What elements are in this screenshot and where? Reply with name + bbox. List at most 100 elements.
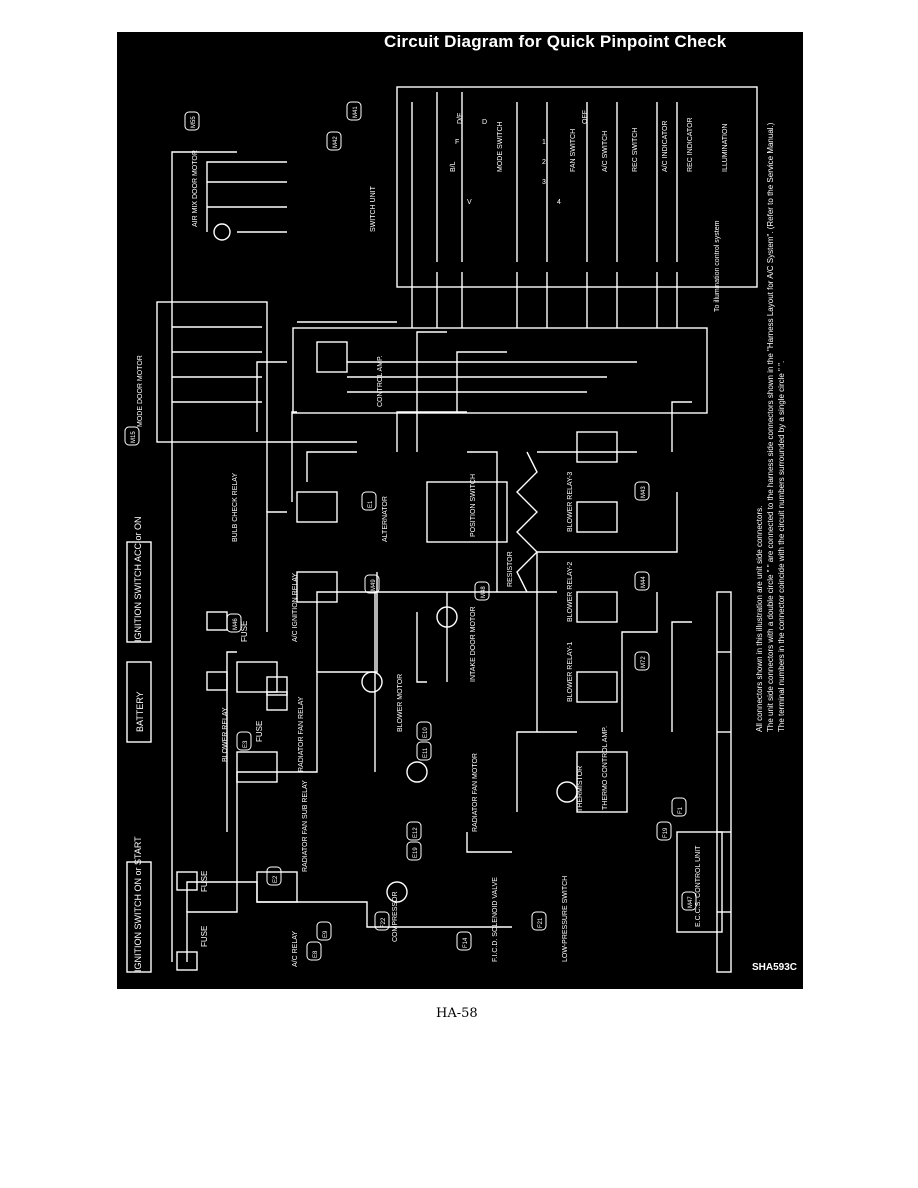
connector-f21: F21: [531, 911, 547, 931]
note-2: The unit side connectors with a double c…: [766, 122, 775, 732]
note-1: All connectors shown in this illustratio…: [755, 506, 764, 732]
switch-pos-v: V: [467, 199, 472, 206]
svg-text:M43: M43: [641, 486, 647, 498]
label-control-amp: CONTROL AMP.: [377, 355, 384, 407]
label-blower-relay: BLOWER RELAY: [222, 707, 229, 762]
label-resistor: RESISTOR: [507, 551, 514, 587]
svg-text:E3: E3: [243, 740, 249, 748]
diagram-sheet: IGNITION SWITCH ON or START BATTERY IGNI…: [117, 32, 803, 989]
label-fuse-4: FUSE: [240, 621, 249, 642]
label-ac-switch: A/C SWITCH: [602, 131, 609, 172]
connector-f1: F1: [671, 797, 687, 817]
connector-m41: M41: [346, 101, 362, 121]
label-ac-ignition-relay: A/C IGNITION RELAY: [292, 573, 299, 642]
svg-text:E8: E8: [313, 950, 319, 958]
label-fuse-1: FUSE: [200, 926, 209, 947]
circuit-diagram: IGNITION SWITCH ON or START BATTERY IGNI…: [124, 86, 786, 973]
label-rec-indicator: REC INDICATOR: [687, 117, 694, 172]
connector-m43: M43: [634, 481, 650, 501]
label-position-switch: POSITION SWITCH: [470, 474, 477, 537]
notes: All connectors shown in this illustratio…: [755, 122, 786, 732]
connector-f14: F14: [456, 931, 472, 951]
svg-text:E1: E1: [368, 500, 374, 508]
component-labels: IGNITION SWITCH ON or START BATTERY IGNI…: [133, 117, 729, 972]
connector-m46: M46: [226, 613, 242, 633]
connector-m48: M48: [474, 581, 490, 601]
switch-pos-4: 4: [557, 199, 561, 206]
switch-pos-2: 2: [542, 159, 546, 166]
connector-m42: M42: [326, 131, 342, 151]
switch-pos-df: D/F: [457, 113, 464, 124]
switch-pos-bl: B/L: [450, 161, 457, 172]
label-ac-relay: A/C RELAY: [292, 931, 299, 967]
svg-text:M46: M46: [233, 618, 239, 630]
switch-pos-d: D: [482, 119, 487, 126]
switch-positions: OFF 1 2 3 4 V B/L F D/F D: [450, 110, 589, 206]
connector-m55: M55: [184, 111, 200, 131]
label-blower-motor: BLOWER MOTOR: [397, 674, 404, 732]
connector-m44: M44: [634, 571, 650, 591]
connector-m47: M47: [681, 891, 697, 911]
label-mode-switch: MODE SWITCH: [497, 121, 504, 172]
label-ficd-solenoid-valve: F.I.C.D. SOLENOID VALVE: [492, 877, 499, 962]
svg-text:M47: M47: [688, 896, 694, 908]
note-3: The terminal numbers in the connector co…: [777, 361, 786, 732]
label-low-pressure-switch: LOW-PRESSURE SWITCH: [562, 876, 569, 962]
label-alternator: ALTERNATOR: [382, 496, 389, 542]
switch-pos-3: 3: [542, 179, 546, 186]
label-ignition-switch-on-start: IGNITION SWITCH ON or START: [133, 836, 143, 972]
label-thermo-control-amp: THERMO CONTROL AMP.: [602, 726, 609, 810]
label-radiator-fan-motor: RADIATOR FAN MOTOR: [472, 753, 479, 832]
diagram-title: Circuit Diagram for Quick Pinpoint Check: [384, 32, 727, 51]
label-rec-switch: REC SWITCH: [632, 128, 639, 172]
svg-text:E19: E19: [413, 847, 419, 858]
connector-e9: E9: [316, 921, 332, 941]
label-battery: BATTERY: [135, 691, 145, 732]
connector-e1: E1: [361, 491, 377, 511]
connector-codes: M15 M49 M46 M55 M47 M48: [124, 101, 697, 961]
label-mode-door-motor: MODE DOOR MOTOR: [137, 355, 144, 427]
connector-f22: F22: [374, 911, 390, 931]
label-fan-switch: FAN SWITCH: [570, 129, 577, 172]
connector-e11: E11: [416, 741, 432, 761]
label-fuse-3: FUSE: [255, 721, 264, 742]
svg-text:M42: M42: [333, 136, 339, 148]
svg-text:M48: M48: [481, 586, 487, 598]
svg-text:F19: F19: [663, 827, 669, 838]
label-to-illumination: To illumination control system: [714, 220, 721, 312]
connector-m15: M15: [124, 426, 140, 446]
connector-e12: E12: [406, 821, 422, 841]
svg-text:E10: E10: [423, 727, 429, 738]
svg-text:M41: M41: [353, 106, 359, 118]
connector-m49: M49: [364, 574, 380, 594]
svg-text:F14: F14: [463, 937, 469, 948]
svg-text:M72: M72: [641, 656, 647, 668]
connector-e8: E8: [306, 941, 322, 961]
svg-text:E12: E12: [413, 827, 419, 838]
switch-pos-off: OFF: [582, 110, 589, 124]
svg-text:F21: F21: [538, 917, 544, 928]
connector-f19: F19: [656, 821, 672, 841]
svg-text:M44: M44: [641, 576, 647, 588]
switch-pos-f: F: [455, 139, 459, 146]
label-blower-relay-3: BLOWER RELAY-3: [567, 472, 574, 532]
label-intake-door-motor: INTAKE DOOR MOTOR: [470, 606, 477, 682]
label-blower-relay-1: BLOWER RELAY-1: [567, 642, 574, 702]
svg-text:E2: E2: [273, 875, 279, 883]
label-ignition-switch-acc-on: IGNITION SWITCH ACC or ON: [133, 516, 143, 642]
svg-text:F1: F1: [678, 806, 684, 814]
page-number: HA-58: [436, 1006, 478, 1021]
label-ac-indicator: A/C INDICATOR: [662, 121, 669, 172]
label-illumination: ILLUMINATION: [722, 124, 729, 173]
label-switch-unit: SWITCH UNIT: [370, 185, 377, 232]
label-radiator-fan-sub-relay: RADIATOR FAN SUB RELAY: [302, 780, 309, 872]
connector-e2: E2: [266, 866, 282, 886]
svg-text:M49: M49: [371, 579, 377, 591]
label-thermistor: THERMISTOR: [577, 766, 584, 812]
connector-e10: E10: [416, 721, 432, 741]
svg-text:E9: E9: [323, 930, 329, 938]
connector-m72: M72: [634, 651, 650, 671]
connector-e19: E19: [406, 841, 422, 861]
svg-text:F22: F22: [381, 917, 387, 928]
wiring: [126, 86, 758, 973]
